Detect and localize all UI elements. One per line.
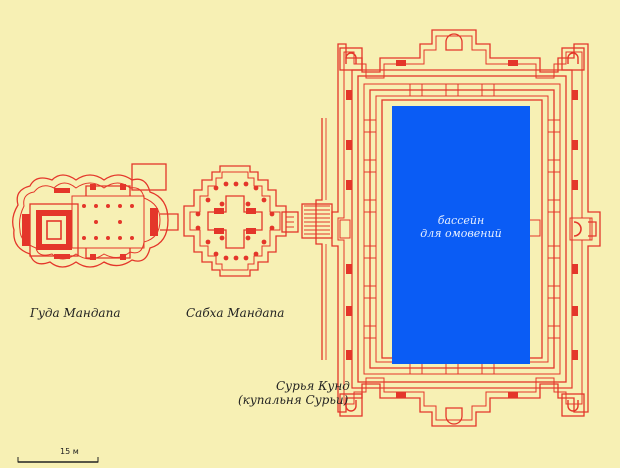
pool-basin — [392, 106, 530, 364]
pool-label: бассейн для омовений — [392, 214, 530, 240]
surya-kund-label: Сурья Кунд — [276, 379, 350, 393]
pool-label-line1: бассейн — [437, 214, 485, 227]
scale-bar — [17, 457, 99, 463]
scale-label: 15 м — [60, 447, 79, 456]
guda-mandapa-label: Гуда Мандапа — [30, 306, 121, 320]
surya-kund-plan — [301, 29, 601, 427]
pool-label-line2: для омовений — [420, 227, 502, 240]
sabha-mandapa-plan — [183, 165, 299, 277]
guda-mandapa-plan — [12, 163, 179, 268]
sabha-mandapa-label: Сабха Мандапа — [186, 306, 285, 320]
surya-kund-sublabel: (купальня Сурьи) — [238, 393, 349, 407]
